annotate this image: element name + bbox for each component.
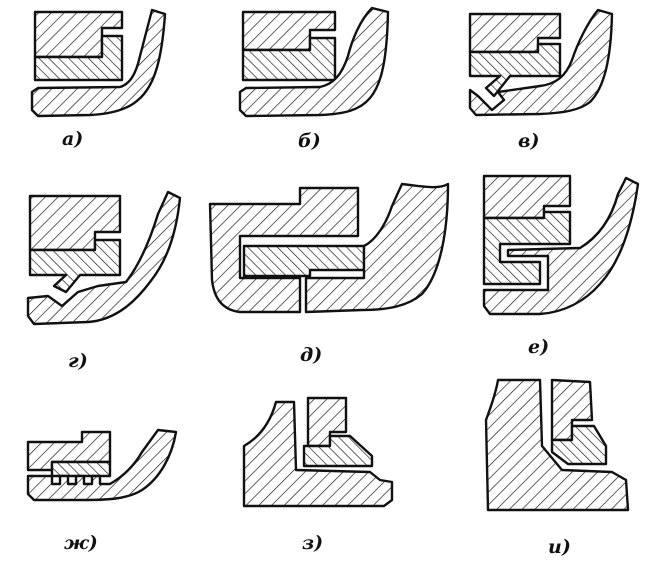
figure-b-shell	[238, 6, 390, 118]
figure-e	[482, 174, 640, 316]
figure-label-a: а)	[62, 128, 84, 150]
figure-i	[484, 378, 630, 512]
figure-z	[242, 396, 394, 508]
figure-e-shell	[482, 176, 640, 316]
figure-d	[208, 182, 450, 314]
figure-a-insert	[33, 34, 124, 82]
figure-label-g: г)	[68, 350, 88, 372]
figure-d-shell	[304, 182, 450, 314]
figure-g-shell	[26, 190, 182, 326]
figure-label-zh: ж)	[64, 532, 98, 554]
figure-label-e: е)	[528, 336, 550, 358]
figure-b	[238, 6, 390, 118]
figure-d-housing	[208, 186, 360, 314]
figure-i-insert	[550, 424, 608, 466]
figure-z-shell	[242, 400, 394, 508]
figure-zh-shell	[26, 428, 178, 502]
figure-i-shell	[484, 378, 630, 512]
figure-label-v: в)	[518, 130, 540, 152]
figure-a-shell	[30, 8, 167, 118]
figure-e-insert	[482, 210, 572, 286]
figure-label-d: д)	[300, 344, 323, 366]
figure-label-i: и)	[548, 536, 571, 558]
figure-v-insert	[468, 42, 562, 98]
figure-label-z: з)	[302, 532, 324, 554]
figure-g	[26, 190, 182, 326]
figure-zh-insert	[50, 460, 112, 478]
figure-b-insert	[241, 36, 337, 82]
figure-z-insert	[302, 434, 374, 468]
figure-v-shell	[468, 8, 614, 117]
figure-v	[468, 8, 614, 117]
figure-label-b: б)	[298, 130, 321, 152]
figure-g-insert	[28, 238, 122, 294]
figure-zh	[26, 428, 178, 502]
figure-a	[30, 8, 167, 118]
figure-d-insert	[242, 244, 366, 278]
